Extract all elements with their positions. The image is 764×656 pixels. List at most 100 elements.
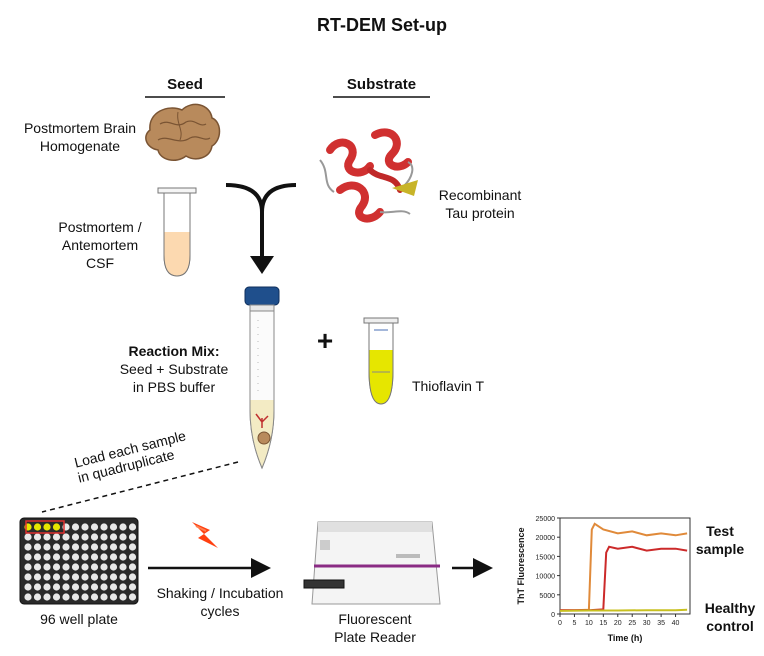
- x-tick-label: 0: [558, 620, 562, 627]
- well: [90, 533, 99, 541]
- csf-label-line2: Antemortem: [61, 237, 139, 253]
- well: [81, 523, 89, 531]
- plus-sign: +: [316, 325, 334, 356]
- well: [62, 553, 70, 561]
- well: [71, 563, 80, 571]
- reaction-label-line1: Reaction Mix:: [128, 343, 220, 359]
- tht-tube-icon: [363, 317, 399, 405]
- well: [100, 593, 108, 601]
- well: [119, 543, 127, 551]
- well-plate-icon: [19, 517, 139, 605]
- well: [100, 533, 108, 541]
- well: [109, 573, 118, 581]
- y-tick-label: 20000: [536, 535, 556, 542]
- x-tick-label: 10: [585, 620, 593, 627]
- well: [52, 593, 61, 601]
- well: [128, 553, 137, 561]
- x-axis-label: Time (h): [608, 633, 643, 643]
- well: [81, 573, 89, 581]
- y-tick-label: 10000: [536, 574, 556, 581]
- well: [119, 573, 127, 581]
- sample-well: [33, 523, 42, 531]
- well: [100, 563, 108, 571]
- well: [100, 583, 108, 591]
- brain-icon: [145, 103, 221, 162]
- reaction-label-line3: in PBS buffer: [132, 379, 216, 395]
- brain-label-line2: Homogenate: [39, 138, 121, 154]
- well: [128, 523, 137, 531]
- legend-control-line2: control: [706, 618, 754, 634]
- well: [24, 543, 32, 551]
- substrate-label-line2: Tau protein: [445, 205, 515, 221]
- y-tick-label: 25000: [536, 516, 556, 523]
- csf-label-line1: Postmortem /: [58, 219, 142, 235]
- lightning-icon: [192, 522, 218, 548]
- well: [128, 583, 137, 591]
- reader-label-line1: Fluorescent: [338, 611, 412, 627]
- reaction-label-line2: Seed + Substrate: [119, 361, 229, 377]
- well: [43, 543, 51, 551]
- well: [100, 553, 108, 561]
- well: [24, 593, 32, 601]
- well: [24, 583, 32, 591]
- well: [62, 583, 70, 591]
- well: [128, 533, 137, 541]
- well: [81, 583, 89, 591]
- substrate-label-line1: Recombinant: [438, 187, 522, 203]
- well: [52, 533, 61, 541]
- well: [71, 583, 80, 591]
- substrate-header: Substrate: [346, 76, 417, 93]
- sample-well: [52, 523, 61, 531]
- well: [24, 533, 32, 541]
- well: [119, 593, 127, 601]
- protein-structure-icon: [319, 128, 418, 223]
- y-tick-label: 5000: [539, 593, 555, 600]
- reader-label-line2: Plate Reader: [334, 629, 416, 645]
- plate-reader-icon: [303, 521, 441, 605]
- well: [81, 563, 89, 571]
- seed-header: Seed: [167, 76, 203, 93]
- well: [109, 543, 118, 551]
- well: [81, 593, 89, 601]
- x-tick-label: 35: [657, 620, 665, 627]
- well: [71, 533, 80, 541]
- well: [128, 593, 137, 601]
- well: [24, 563, 32, 571]
- well: [90, 583, 99, 591]
- well: [119, 533, 127, 541]
- well: [43, 563, 51, 571]
- merge-arrow: [225, 183, 297, 274]
- well: [43, 553, 51, 561]
- well: [52, 543, 61, 551]
- well: [81, 543, 89, 551]
- well: [62, 573, 70, 581]
- well: [100, 523, 108, 531]
- x-tick-label: 20: [614, 620, 622, 627]
- legend-control-line1: Healthy: [704, 600, 756, 616]
- well: [71, 573, 80, 581]
- well: [43, 573, 51, 581]
- well: [62, 533, 70, 541]
- well: [33, 533, 42, 541]
- well: [52, 553, 61, 561]
- well: [90, 543, 99, 551]
- well: [62, 563, 70, 571]
- well: [119, 553, 127, 561]
- well: [119, 523, 127, 531]
- well: [33, 553, 42, 561]
- well: [24, 553, 32, 561]
- y-tick-label: 15000: [536, 554, 556, 561]
- plate-label: 96 well plate: [40, 611, 118, 627]
- well: [71, 543, 80, 551]
- x-tick-label: 40: [672, 620, 680, 627]
- well: [119, 563, 127, 571]
- well: [109, 523, 118, 531]
- well: [100, 573, 108, 581]
- well: [90, 593, 99, 601]
- well: [43, 533, 51, 541]
- well: [62, 543, 70, 551]
- well: [33, 593, 42, 601]
- well: [90, 553, 99, 561]
- x-tick-label: 25: [628, 620, 636, 627]
